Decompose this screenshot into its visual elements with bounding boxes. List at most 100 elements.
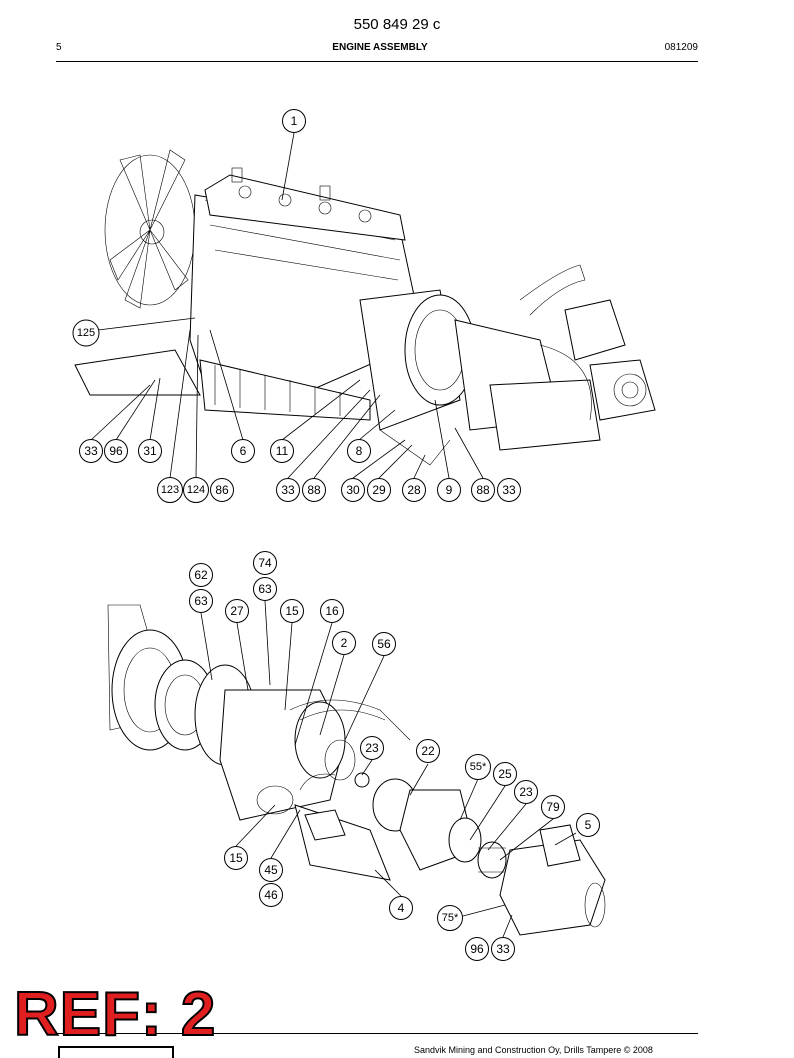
svg-text:79: 79	[546, 800, 560, 814]
callout-6: 6	[231, 439, 255, 463]
callout-62: 62	[189, 563, 213, 587]
svg-text:56: 56	[377, 637, 391, 651]
svg-text:33: 33	[84, 444, 98, 458]
svg-text:62: 62	[194, 568, 208, 582]
svg-text:2: 2	[341, 636, 348, 650]
svg-text:88: 88	[307, 483, 321, 497]
callout-15: 15	[280, 599, 304, 623]
svg-text:5: 5	[585, 818, 592, 832]
callout-33c: 33	[497, 478, 521, 502]
callout-22: 22	[416, 739, 440, 763]
callout-2: 2	[332, 631, 356, 655]
callout-96b: 96	[465, 937, 489, 961]
callout-1: 1	[282, 109, 306, 133]
callout-123: 123	[157, 477, 183, 503]
svg-text:29: 29	[372, 483, 386, 497]
callout-88: 88	[302, 478, 326, 502]
svg-text:27: 27	[230, 604, 244, 618]
callout-88b: 88	[471, 478, 495, 502]
callout-75: 75*	[437, 905, 463, 931]
svg-text:45: 45	[264, 863, 278, 877]
callout-31: 31	[138, 439, 162, 463]
svg-text:1: 1	[291, 114, 298, 128]
svg-text:33: 33	[281, 483, 295, 497]
callout-124: 124	[183, 477, 209, 503]
ref-stamp: REF: 2	[13, 980, 217, 1049]
svg-text:33: 33	[496, 942, 510, 956]
callout-74: 74	[253, 551, 277, 575]
callout-23b: 23	[514, 780, 538, 804]
callout-23: 23	[360, 736, 384, 760]
svg-text:31: 31	[143, 444, 157, 458]
svg-text:63: 63	[258, 582, 272, 596]
callout-28: 28	[402, 478, 426, 502]
bottom-leader-lines	[200, 600, 577, 938]
document-number: 550 849 29 c	[353, 16, 441, 33]
callout-56: 56	[372, 632, 396, 656]
svg-text:23: 23	[365, 741, 379, 755]
svg-text:16: 16	[325, 604, 339, 618]
svg-text:25: 25	[498, 767, 512, 781]
callout-9: 9	[437, 478, 461, 502]
top-callouts: 1 125 33 96 31 6 11 8 123 124 86 33 88 3…	[72, 109, 521, 503]
callout-4: 4	[389, 896, 413, 920]
svg-text:88: 88	[476, 483, 490, 497]
callout-33: 33	[79, 439, 103, 463]
svg-text:22: 22	[421, 744, 435, 758]
callout-30: 30	[341, 478, 365, 502]
svg-text:74: 74	[258, 556, 272, 570]
svg-text:63: 63	[194, 594, 208, 608]
svg-text:30: 30	[346, 483, 360, 497]
callout-86: 86	[210, 478, 234, 502]
callout-29: 29	[367, 478, 391, 502]
svg-text:8: 8	[356, 444, 363, 458]
svg-text:96: 96	[109, 444, 123, 458]
callout-96: 96	[104, 439, 128, 463]
callout-5: 5	[576, 813, 600, 837]
section-title: ENGINE ASSEMBLY	[332, 42, 428, 53]
page-number: 5	[56, 42, 62, 53]
svg-text:55*: 55*	[470, 761, 487, 773]
revision-code: 081209	[664, 42, 698, 53]
svg-text:46: 46	[264, 888, 278, 902]
callout-79: 79	[541, 795, 565, 819]
callout-63b: 63	[189, 589, 213, 613]
header-rule	[56, 61, 698, 62]
callout-33b: 33	[276, 478, 300, 502]
exploded-drive-illustration	[107, 604, 606, 936]
svg-text:28: 28	[407, 483, 421, 497]
svg-text:9: 9	[446, 483, 453, 497]
svg-text:23: 23	[519, 785, 533, 799]
svg-text:6: 6	[240, 444, 247, 458]
engine-assembly-illustration	[74, 149, 656, 466]
callout-63: 63	[253, 577, 277, 601]
callout-16: 16	[320, 599, 344, 623]
svg-text:15: 15	[285, 604, 299, 618]
svg-text:15: 15	[229, 851, 243, 865]
callout-46: 46	[259, 883, 283, 907]
sandvik-logo-fragment	[58, 1046, 174, 1058]
callout-125: 125	[72, 319, 100, 347]
top-leader-lines	[90, 132, 484, 479]
callout-33d: 33	[491, 937, 515, 961]
bottom-callouts: 74 62 63 63 27 15 16 2 56 23 22 55* 25 2…	[189, 551, 600, 961]
svg-text:125: 125	[77, 327, 95, 339]
svg-text:123: 123	[161, 484, 179, 496]
svg-text:4: 4	[398, 901, 405, 915]
svg-text:33: 33	[502, 483, 516, 497]
svg-text:96: 96	[470, 942, 484, 956]
footer-rule	[56, 1033, 698, 1034]
callout-45: 45	[259, 858, 283, 882]
svg-text:75*: 75*	[442, 912, 459, 924]
callout-15b: 15	[224, 846, 248, 870]
svg-text:86: 86	[215, 483, 229, 497]
svg-text:11: 11	[276, 444, 289, 458]
callout-11: 11	[270, 439, 294, 463]
svg-text:124: 124	[187, 484, 205, 496]
callout-25: 25	[493, 762, 517, 786]
callout-55: 55*	[465, 754, 491, 780]
callout-8: 8	[347, 439, 371, 463]
footer-copyright: Sandvik Mining and Construction Oy, Dril…	[414, 1045, 653, 1055]
callout-27: 27	[225, 599, 249, 623]
